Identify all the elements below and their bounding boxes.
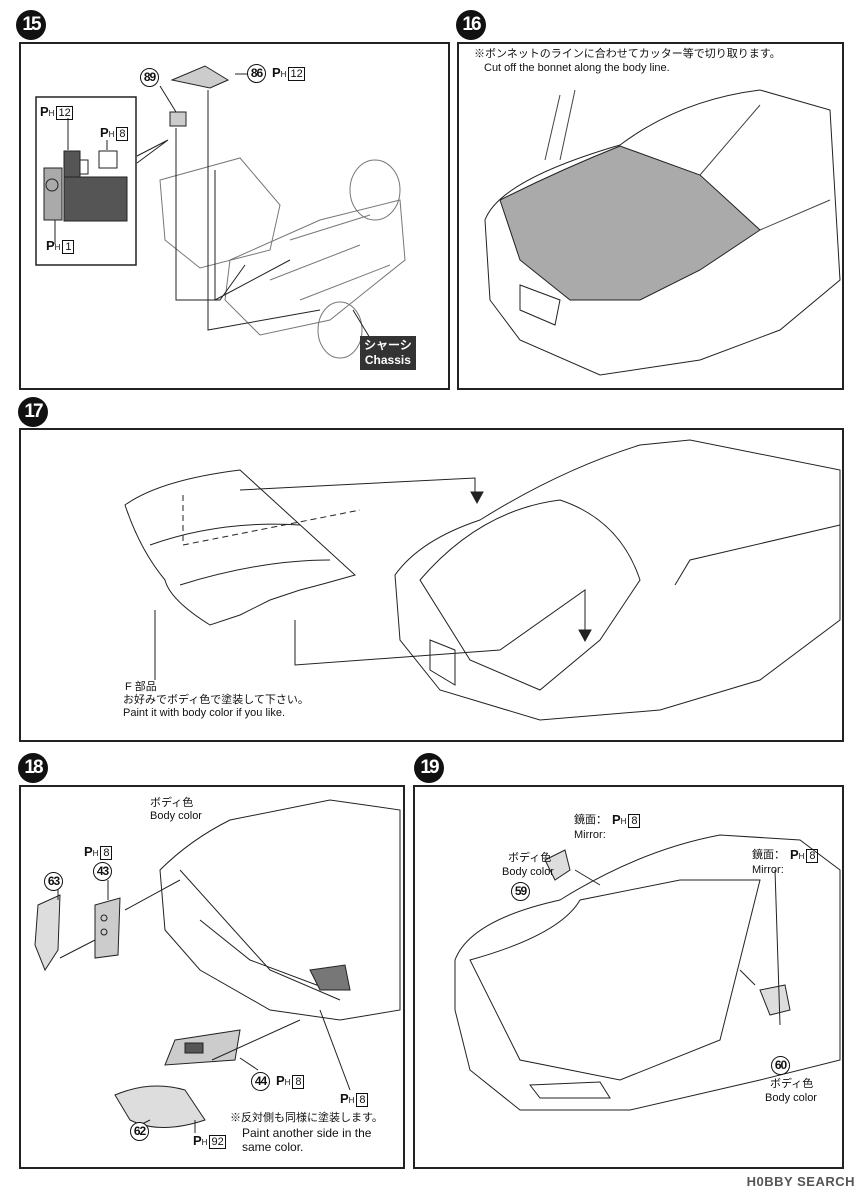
- part-63-label: 63: [44, 872, 63, 891]
- step-number-16: 16: [456, 10, 486, 40]
- body-color-60-en: Body color: [765, 1092, 817, 1104]
- part-62-label: 62: [130, 1122, 149, 1141]
- body-color-en: Body color: [150, 810, 202, 822]
- body-color-jp: ボディ色: [150, 797, 194, 809]
- battery-inset-drawing: [35, 96, 169, 266]
- body-color-60-jp: ボディ色: [770, 1078, 814, 1090]
- car-body-drawing-19: [454, 834, 841, 1111]
- car-body-bonnet-drawing: [484, 89, 841, 376]
- step-number-19: 19: [414, 753, 444, 783]
- step-15-panel: [19, 42, 450, 390]
- step-number-15: 15: [16, 10, 46, 40]
- watermark: H0BBY SEARCH: [746, 1174, 855, 1189]
- step-number-17: 17: [18, 397, 48, 427]
- step-17-panel: [19, 428, 844, 742]
- part-44-label: 44: [251, 1072, 270, 1091]
- car-front-drawing-18: [159, 799, 401, 1021]
- part-59-label: 59: [511, 882, 530, 901]
- step-18-panel: [19, 785, 405, 1169]
- step-16-panel: [457, 42, 844, 390]
- part-60-label: 60: [771, 1056, 790, 1075]
- mirror-right-en: Mirror:: [752, 864, 784, 876]
- step-number-18: 18: [18, 753, 48, 783]
- step-19-panel: [413, 785, 844, 1169]
- part-86-label: 86: [247, 64, 266, 83]
- chassis-label-jp: シャーシ: [364, 338, 412, 352]
- chassis-label-en: Chassis: [364, 353, 411, 367]
- body-color-59-jp: ボディ色: [508, 852, 552, 864]
- mirror-left-jp: 鏡面：: [574, 814, 607, 826]
- step-18-note-jp: ※反対側も同様に塗装します。: [230, 1112, 383, 1124]
- bonnet-part-f-drawing: [124, 469, 361, 680]
- car-body-drawing-17: [394, 439, 841, 721]
- part-f-label: F 部品: [125, 681, 157, 693]
- step-16-note-en: Cut off the bonnet along the body line.: [484, 62, 670, 74]
- mirror-right-jp: 鏡面：: [752, 849, 785, 861]
- step-18-note-en-1: Paint another side in the: [242, 1126, 372, 1140]
- step-16-note-jp: ※ボンネットのラインに合わせてカッター等で切り取ります。: [474, 48, 781, 60]
- lamp-parts-drawing: [34, 894, 241, 1128]
- step-18-note-en-2: same color.: [242, 1140, 304, 1154]
- mirror-left-en: Mirror:: [574, 829, 606, 841]
- part-43-label: 43: [93, 862, 112, 881]
- body-color-59-en: Body color: [502, 866, 554, 878]
- step-17-note-en: Paint it with body color if you like.: [123, 707, 286, 719]
- chassis-drawing: [159, 65, 406, 359]
- part-89-label: 89: [140, 68, 159, 87]
- step-17-note-jp: お好みでボディ色で塗装して下さい。: [123, 694, 309, 706]
